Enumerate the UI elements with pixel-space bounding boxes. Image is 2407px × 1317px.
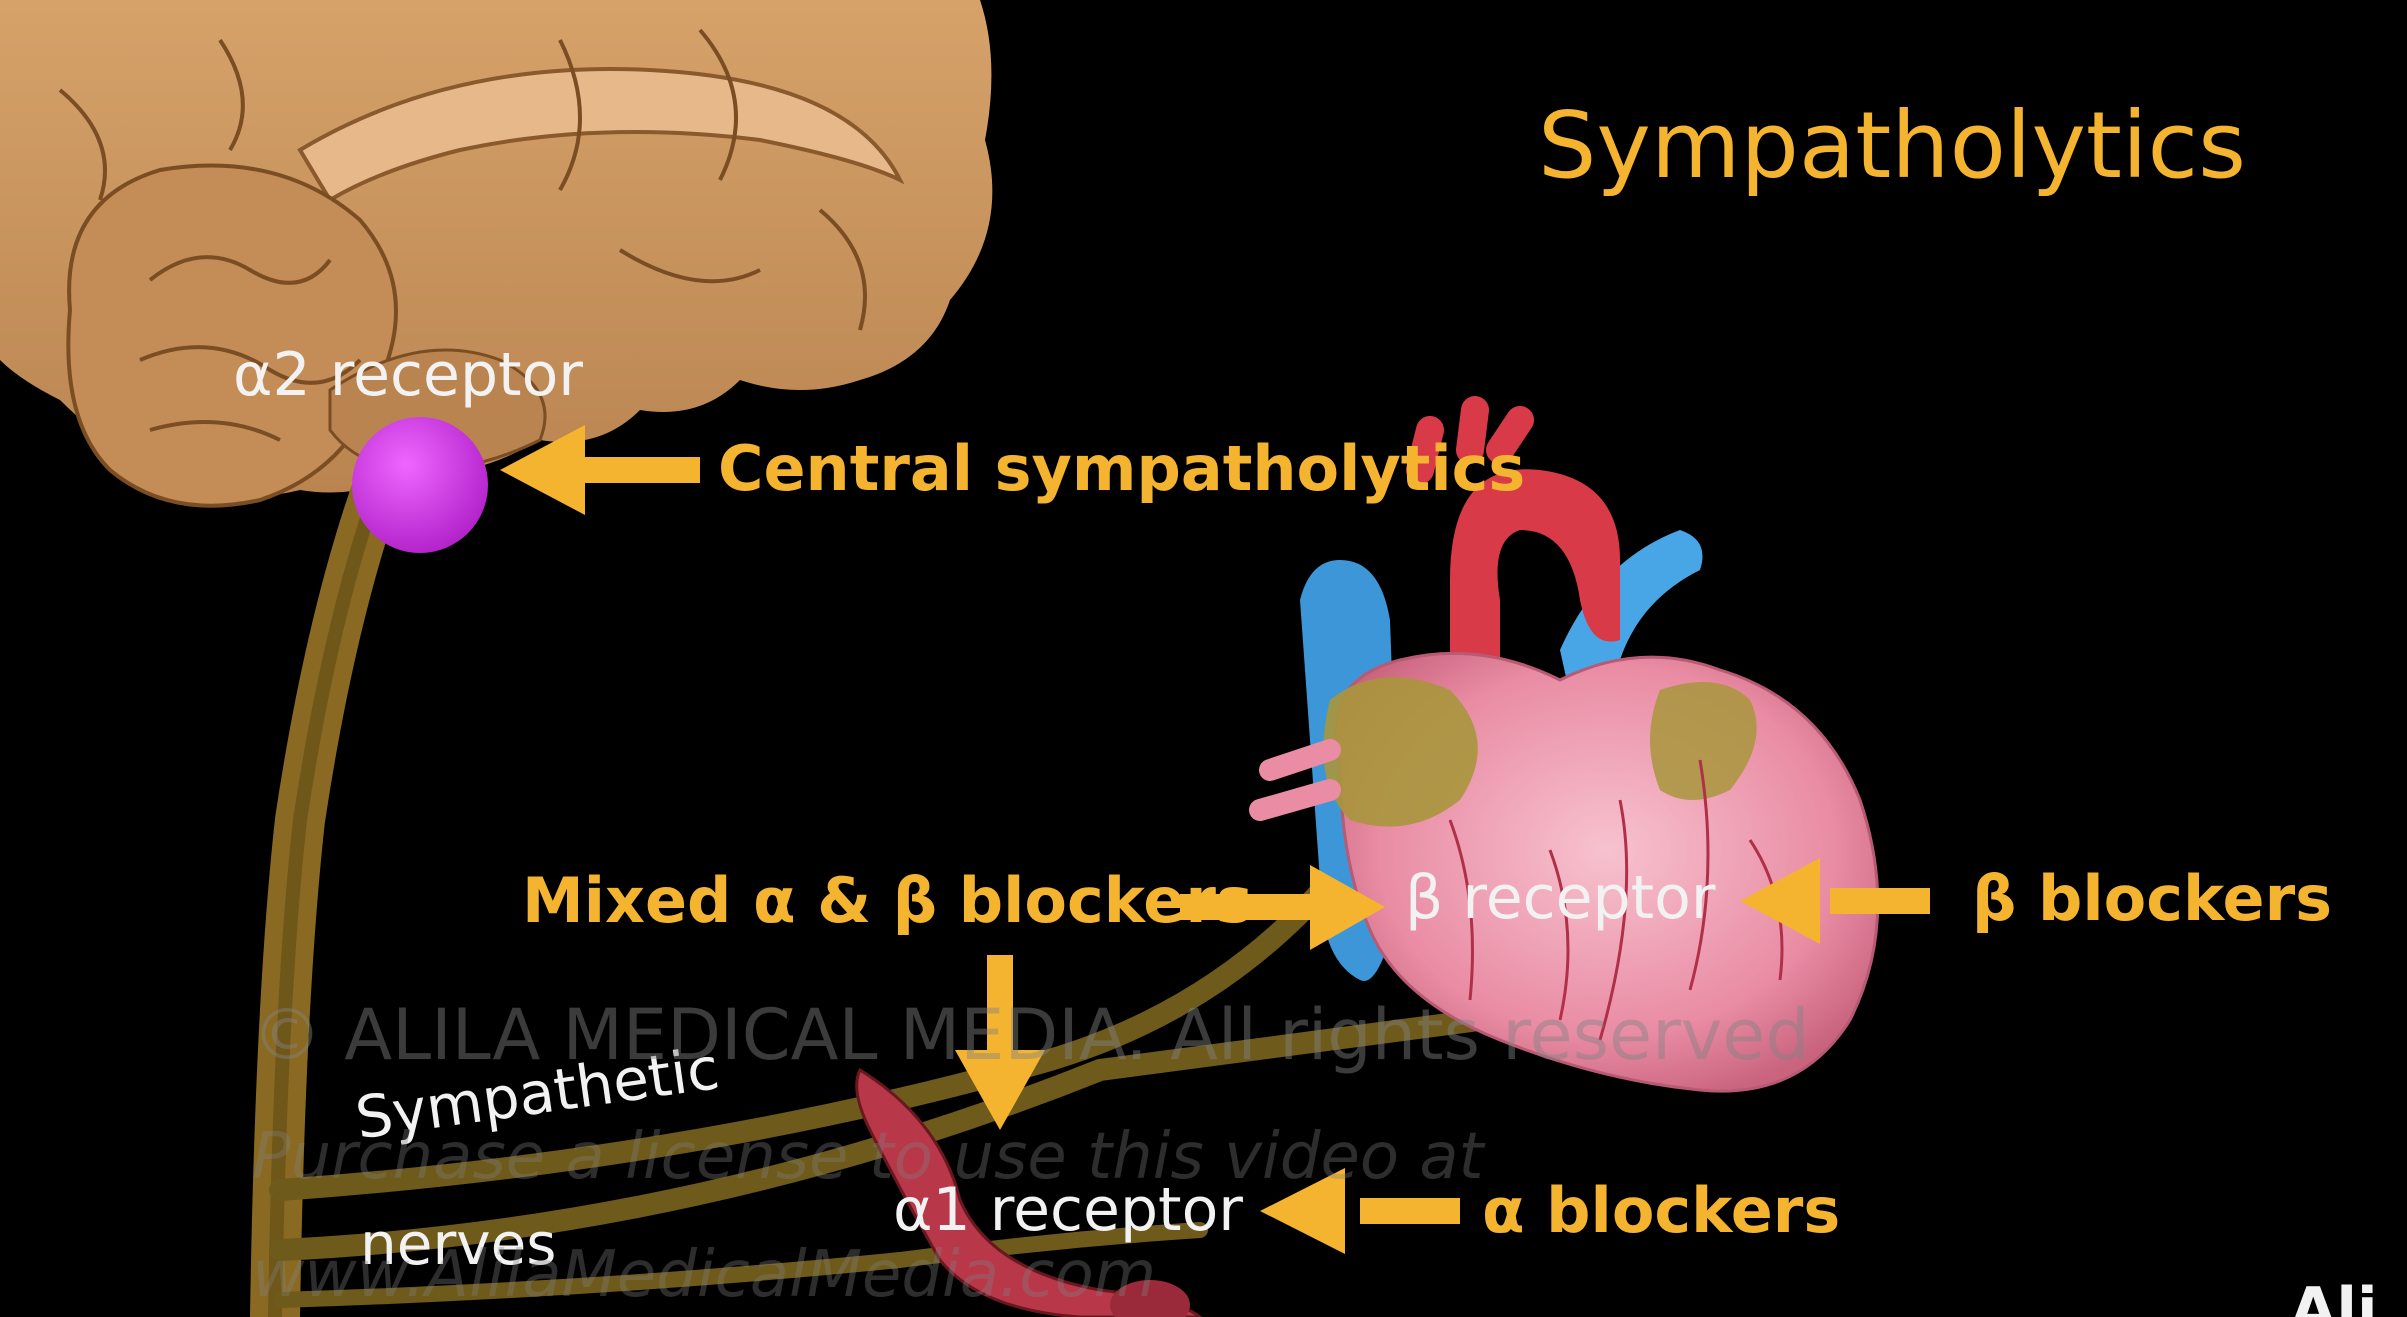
alpha-blockers-label: α blockers [1482,1180,1840,1242]
watermark-url: www.AlilaMedicalMedia.com [252,1243,1156,1307]
title: Sympatholytics [1538,100,2246,192]
watermark-copyright: © ALILA MEDICAL MEDIA. All rights reserv… [252,1000,1810,1070]
heart [1260,410,1878,1091]
central-sympatholytics-label: Central sympatholytics [718,438,1525,500]
mixed-blockers-label: Mixed α & β blockers [522,870,1253,932]
corner-watermark: Ali [2290,1280,2378,1317]
watermark-license: Purchase a license to use this video at [252,1125,1484,1189]
beta-blockers-label: β blockers [1972,868,2332,930]
alpha2-receptor-label: α2 receptor [233,345,583,405]
alpha2-receptor-dot [352,417,488,553]
brain [0,0,992,506]
beta-receptor-label: β receptor [1405,868,1716,928]
